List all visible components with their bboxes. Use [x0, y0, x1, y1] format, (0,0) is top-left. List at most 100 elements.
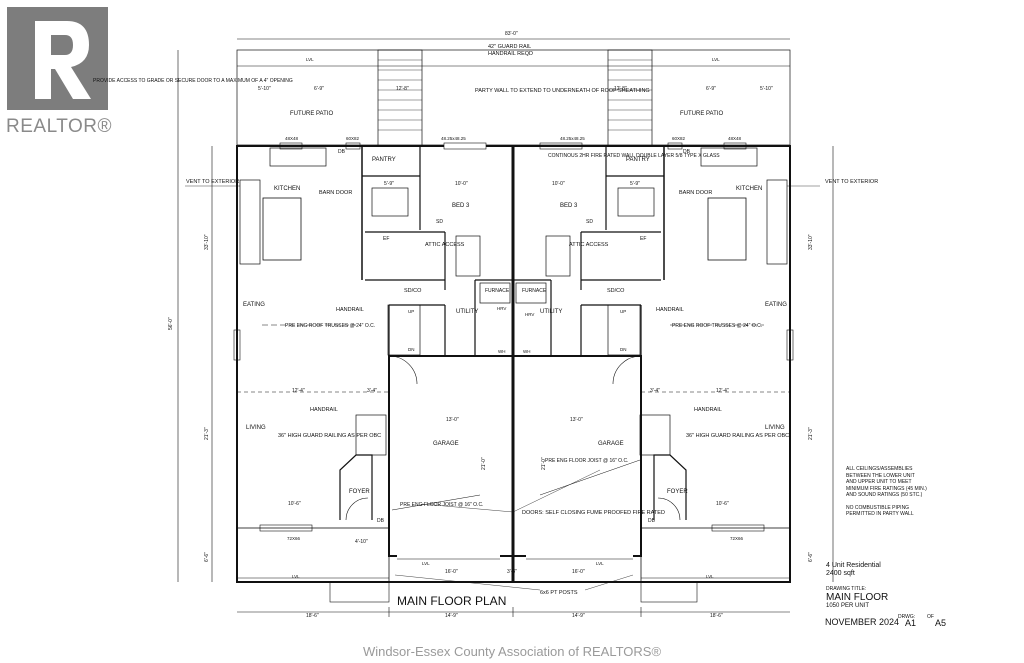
- lvl-front-right: LVL: [706, 574, 714, 579]
- project-info: 4 Unit Residential 2400 sqft: [826, 562, 881, 578]
- party-wall-note: PARTY WALL TO EXTEND TO UNDERNEATH OF RO…: [475, 88, 650, 94]
- note-line: AND SOUND RATINGS (50 STC.): [846, 492, 923, 498]
- realtor-wordmark: REALTOR®: [6, 116, 112, 137]
- dim-garage-d-right: 21'-0": [541, 457, 547, 470]
- dn-left: DN: [408, 347, 415, 352]
- guard-rail-note: 42" GUARD RAIL: [488, 44, 531, 50]
- dim-garage-w-left: 13'-0": [446, 417, 459, 423]
- dim-bath-left: 5'-9": [384, 181, 394, 187]
- drawing-date: NOVEMBER 2024: [825, 617, 900, 627]
- doors-note: DOORS: SELF CLOSING FUME PROOFED FIRE RA…: [522, 510, 665, 516]
- project-area: 2400 sqft: [826, 570, 855, 577]
- kitchen-left: KITCHEN: [274, 186, 300, 192]
- dim-stair-left: 12'-8": [396, 86, 409, 92]
- plan-title: MAIN FLOOR PLAN: [397, 594, 507, 608]
- ef-right: EF: [640, 236, 646, 242]
- drawing-title: MAIN FLOOR: [826, 592, 889, 603]
- dim-stoop-right: 3'-4": [650, 388, 660, 394]
- posts-note: 6x6 PT POSTS: [540, 590, 578, 596]
- kitchen-right: KITCHEN: [736, 186, 762, 192]
- handrail-lower-left: HANDRAIL: [310, 407, 338, 413]
- dim-left-h3: 6'-6": [204, 552, 210, 562]
- win-front-left: 72X66: [287, 536, 301, 541]
- dim-garage-d-left: 21'-0": [481, 457, 487, 470]
- dim-foyer-left: 10'-6": [288, 501, 301, 507]
- handrail-reqd-note: HANDRAIL REQD: [488, 51, 533, 57]
- furnace-right: FURNACE: [522, 288, 547, 294]
- hrv-left: HRV: [497, 306, 506, 311]
- dim-bottom-mid2: 14'-9": [572, 613, 585, 619]
- utility-left: UTILITY: [456, 309, 478, 315]
- dim-right-h2: 21'-3": [808, 427, 814, 440]
- up-right: UP: [620, 309, 626, 314]
- guard-note-left: 36" HIGH GUARD RAILING AS PER OBC: [278, 433, 381, 439]
- floor-joist-right: PRE ENG FLOOR JOIST @ 16" O.C.: [545, 458, 628, 464]
- dim-patio-b-right: 6'-9": [706, 86, 716, 92]
- dim-patio-b-left: 6'-9": [314, 86, 324, 92]
- win-kitchen-left: 48X48: [285, 136, 299, 141]
- dim-garage-w-right: 13'-0": [570, 417, 583, 423]
- brand-text: REALTOR: [6, 116, 98, 137]
- dim-left-h1: 33'-10": [204, 234, 210, 250]
- realtor-logo-mark: [7, 7, 108, 110]
- sd-right: SD: [586, 219, 593, 225]
- wh-left: WH: [498, 349, 506, 354]
- note-line: MINIMUM FIRE RATINGS (45 MIN.): [846, 485, 927, 492]
- roof-trusses-left: PRE ENG ROOF TRUSSES @ 24" O.C.: [285, 323, 375, 329]
- dim-right-h1: 33'-10": [808, 234, 814, 250]
- foyer-right: FOYER: [667, 489, 688, 495]
- lvl-rear-left: LVL: [306, 57, 314, 62]
- dim-bottom-right: 18'-6": [710, 613, 723, 619]
- pantry-right: PANTRY: [626, 157, 650, 163]
- barn-door-right: BARN DOOR: [679, 190, 712, 196]
- dim-door-split: 3'-8": [507, 569, 517, 575]
- dim-bottom-mid: 14'-9": [445, 613, 458, 619]
- db-rear-right: DB: [683, 149, 691, 155]
- sdco-right: SD/CO: [607, 288, 625, 294]
- dim-bed-right: 10'-0": [552, 181, 565, 187]
- dim-stoop-left: 3'-4": [367, 388, 377, 394]
- garage-left: GARAGE: [433, 441, 459, 447]
- floor-joist-left: PRE ENG FLOOR JOIST @ 16" O.C.: [400, 502, 483, 508]
- db-rear-left: DB: [338, 149, 346, 155]
- utility-right: UTILITY: [540, 309, 562, 315]
- dim-patio-a-right: 5'-10": [760, 86, 773, 92]
- lvl-front-left: LVL: [292, 574, 300, 579]
- handrail-upper-left: HANDRAIL: [336, 307, 364, 313]
- eating-left: EATING: [243, 302, 265, 308]
- future-patio-left: FUTURE PATIO: [290, 111, 333, 117]
- project-name: 4 Unit Residential: [826, 562, 881, 569]
- dim-left-h2: 21'-3": [204, 427, 210, 440]
- dim-bed-left: 10'-0": [455, 181, 468, 187]
- note-line: ALL CEILINGS/ASSEMBLIES: [846, 466, 913, 472]
- roof-trusses-right: PRE ENG ROOF TRUSSES @ 24" O.C.: [672, 323, 762, 329]
- dim-foyer-right: 10'-6": [716, 501, 729, 507]
- lvl-rear-right: LVL: [712, 57, 720, 62]
- sdco-left: SD/CO: [404, 288, 422, 294]
- drawing-title-label: DRAWING TITLE:: [826, 586, 867, 592]
- bed3-left: BED 3: [452, 203, 470, 209]
- dim-depth: 56'-0": [168, 317, 174, 330]
- note-line: AND UPPER UNIT TO MEET: [846, 479, 912, 485]
- eating-right: EATING: [765, 302, 787, 308]
- win-door-left: 60X82: [346, 136, 360, 141]
- dim-porch: 4'-10": [355, 539, 368, 545]
- db-front-left: DB: [377, 518, 385, 524]
- dim-right-h3: 6'-6": [808, 552, 814, 562]
- general-notes: ALL CEILINGS/ASSEMBLIES BETWEEN THE LOWE…: [846, 466, 966, 518]
- foyer-left: FOYER: [349, 489, 370, 495]
- attic-left: ATTIC ACCESS: [425, 242, 465, 248]
- win-door-right: 60X82: [672, 136, 686, 141]
- future-patio-right: FUTURE PATIO: [680, 111, 723, 117]
- per-unit: 1050 PER UNIT: [826, 603, 870, 609]
- vent-note-left: VENT TO EXTERIOR: [186, 179, 239, 185]
- sd-left: SD: [436, 219, 443, 225]
- win-front-right: 72X66: [730, 536, 744, 541]
- note-line: NO COMBUSTIBLE PIPING: [846, 504, 910, 511]
- of-label: OF: [927, 614, 934, 620]
- dim-stair-right: 12'-8": [614, 86, 627, 92]
- dim-overall: 83'-0": [505, 31, 518, 37]
- footer-watermark: Windsor-Essex County Association of REAL…: [362, 644, 662, 659]
- db-front-right: DB: [648, 518, 656, 524]
- handrail-lower-right: HANDRAIL: [694, 407, 722, 413]
